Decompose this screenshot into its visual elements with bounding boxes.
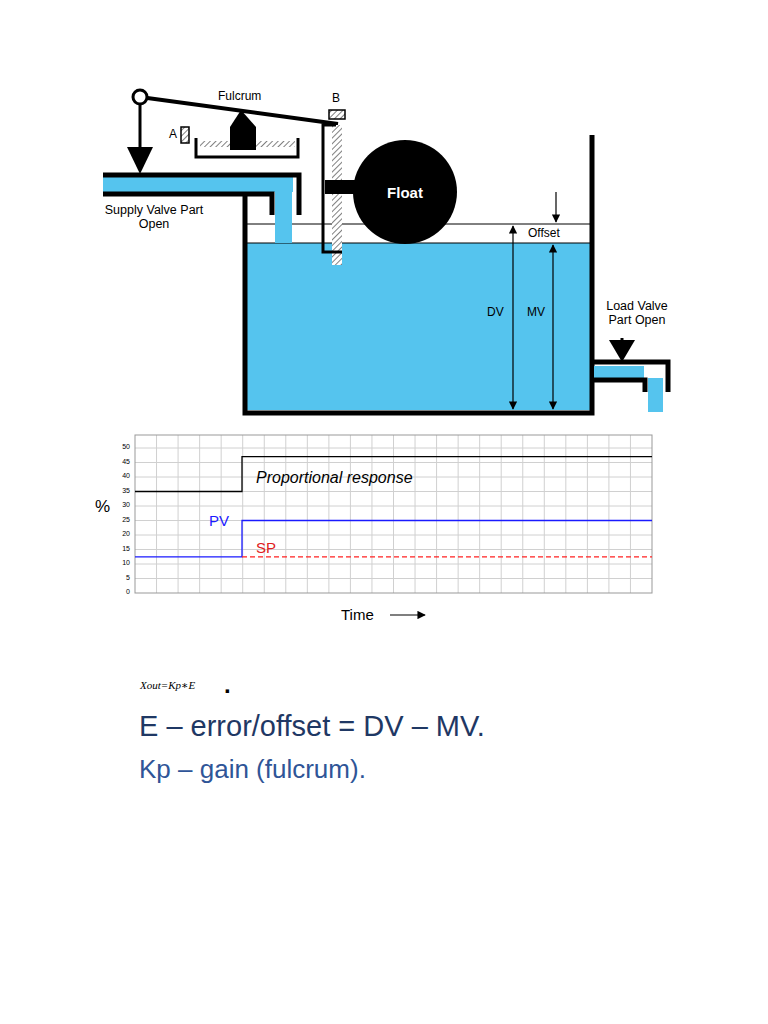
sp-trace: [242, 556, 652, 557]
grid-line: [415, 435, 416, 593]
grid-line: [608, 435, 609, 593]
water-level: [247, 243, 590, 244]
axis-unit: %: [95, 497, 110, 517]
grid-line: [587, 435, 588, 593]
fulcrum-label: Fulcrum: [218, 90, 261, 104]
float: Float: [353, 140, 457, 244]
series-label: PV: [209, 512, 229, 529]
chart-grid: [135, 435, 652, 593]
grid-line: [436, 435, 437, 593]
grid-line: [135, 549, 652, 550]
load-water: [594, 366, 644, 378]
axis-tick: 50: [112, 443, 130, 451]
grid-line: [285, 435, 286, 593]
axis-title: Time: [341, 606, 374, 623]
adjuster-a: [181, 127, 189, 143]
formula: Xout=Kp∗E: [140, 679, 195, 692]
grid-line: [264, 435, 265, 593]
grid-line: [199, 435, 200, 593]
grid-line: [350, 435, 351, 593]
axis-tick: 0: [112, 588, 130, 596]
grid-line: [178, 435, 179, 593]
grid-line: [307, 435, 308, 593]
valve-label: Load Valve Part Open: [596, 299, 678, 328]
grid-line: [135, 506, 652, 507]
grid-line: [458, 435, 459, 593]
grid-line: [479, 435, 480, 593]
definition-text: E – error/offset = DV – MV.: [139, 710, 485, 743]
grid-line: [328, 435, 329, 593]
definition-text: Kp – gain (fulcrum).: [139, 755, 366, 785]
grid-line: [135, 448, 652, 449]
axis-tick: 40: [112, 472, 130, 480]
grid-line: [522, 435, 523, 593]
dv-arrow: [512, 226, 513, 409]
series-label: SP: [256, 539, 276, 556]
mv-label: MV: [527, 306, 545, 320]
time-arrow: [390, 614, 425, 615]
axis-tick: 30: [112, 501, 130, 509]
output-trace: [135, 457, 652, 492]
load-pipe: [594, 380, 645, 392]
lever-pivot: [133, 90, 147, 104]
load-stream: [648, 378, 663, 412]
load-valve: [609, 340, 635, 362]
grid-line: [135, 564, 652, 565]
supply-stream: [275, 192, 292, 243]
tank-water: [247, 243, 590, 410]
axis-tick: 20: [112, 530, 130, 538]
grid-line: [135, 462, 652, 463]
offset-arrow: [555, 192, 556, 222]
supply-water: [103, 177, 293, 192]
float-circle: [353, 140, 457, 244]
grid-line: [544, 435, 545, 593]
float-rod: [332, 125, 342, 265]
part-letter: B: [332, 92, 340, 106]
load-pipe: [594, 362, 668, 392]
float-label: Float: [387, 184, 423, 201]
offset-label: Offset: [528, 227, 560, 241]
axis-tick: 25: [112, 516, 130, 524]
grid-line: [135, 535, 652, 536]
axis-tick: 45: [112, 458, 130, 466]
axis-tick: 35: [112, 487, 130, 495]
grid-line: [501, 435, 502, 593]
grid-line: [630, 435, 631, 593]
chart-frame: [135, 435, 652, 593]
valve-label: Supply Valve Part Open: [98, 203, 210, 232]
formula-dot: .: [224, 671, 231, 699]
axis-tick: 5: [112, 574, 130, 582]
supply-valve: [127, 147, 153, 174]
axis-tick: 10: [112, 559, 130, 567]
pin-b: [329, 110, 345, 119]
grid-line: [393, 435, 394, 593]
grid-line: [135, 578, 652, 579]
mv-arrow: [552, 245, 553, 409]
series-label: Proportional response: [256, 469, 413, 487]
valve-stem: [139, 100, 142, 148]
grid-line: [565, 435, 566, 593]
grid-line: [156, 435, 157, 593]
part-letter: A: [169, 128, 177, 142]
fulcrum: [230, 110, 256, 150]
grid-line: [371, 435, 372, 593]
axis-tick: 15: [112, 545, 130, 553]
dv-label: DV: [487, 306, 504, 320]
